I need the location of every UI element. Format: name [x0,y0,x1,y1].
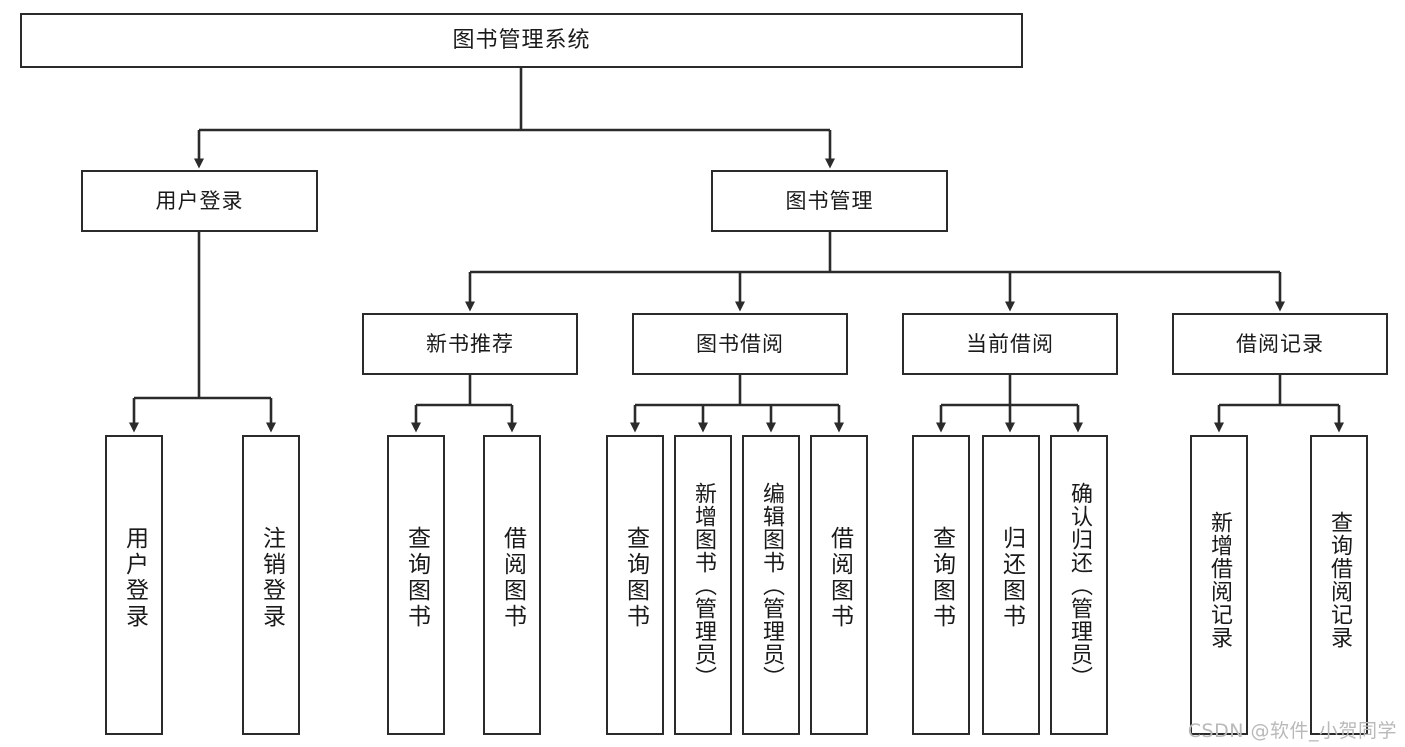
node-current-borrow-label: 当前借阅 [966,331,1054,356]
node-leaf-edit-book-label: 编辑图书（管理员） [759,482,784,689]
node-leaf-confirm-return[interactable]: 确认归还（管理员） [1050,435,1108,735]
node-book-borrow-label: 图书借阅 [696,331,784,356]
node-leaf-add-book-label: 新增图书（管理员） [691,482,716,689]
node-leaf-query-book-1[interactable]: 查询图书 [387,435,445,735]
node-borrow-record[interactable]: 借阅记录 [1172,313,1388,375]
node-current-borrow[interactable]: 当前借阅 [902,313,1118,375]
node-leaf-query-record-label: 查询借阅记录 [1327,511,1352,649]
node-leaf-borrow-book-2-label: 借阅图书 [826,526,853,630]
node-user-login[interactable]: 用户登录 [81,170,318,232]
node-book-manage[interactable]: 图书管理 [711,170,948,232]
node-leaf-add-book[interactable]: 新增图书（管理员） [674,435,732,735]
node-leaf-query-book-3-label: 查询图书 [928,526,955,630]
node-book-borrow[interactable]: 图书借阅 [632,313,848,375]
node-book-manage-label: 图书管理 [785,188,874,213]
node-leaf-add-record[interactable]: 新增借阅记录 [1190,435,1248,735]
node-leaf-user-login[interactable]: 用户登录 [105,435,163,735]
node-leaf-return-book[interactable]: 归还图书 [982,435,1040,735]
node-leaf-query-book-2[interactable]: 查询图书 [606,435,664,735]
node-borrow-record-label: 借阅记录 [1236,331,1324,356]
node-leaf-borrow-book-1-label: 借阅图书 [499,526,526,630]
node-leaf-borrow-book-2[interactable]: 借阅图书 [810,435,868,735]
csdn-watermark: CSDN @软件_小贺同学 [1187,720,1397,742]
node-leaf-query-record[interactable]: 查询借阅记录 [1310,435,1368,735]
node-leaf-edit-book[interactable]: 编辑图书（管理员） [742,435,800,735]
node-new-book-recommend-label: 新书推荐 [426,331,514,356]
node-leaf-confirm-return-label: 确认归还（管理员） [1067,482,1092,689]
node-root[interactable]: 图书管理系统 [20,13,1023,68]
node-leaf-return-book-label: 归还图书 [998,526,1025,630]
node-leaf-borrow-book-1[interactable]: 借阅图书 [483,435,541,735]
node-leaf-query-book-3[interactable]: 查询图书 [912,435,970,735]
node-leaf-user-login-label: 用户登录 [121,526,148,630]
node-leaf-query-book-2-label: 查询图书 [622,526,649,630]
node-leaf-add-record-label: 新增借阅记录 [1207,511,1232,649]
node-root-label: 图书管理系统 [452,27,591,53]
node-leaf-user-logout-label: 注销登录 [258,526,285,630]
node-new-book-recommend[interactable]: 新书推荐 [362,313,578,375]
node-leaf-query-book-1-label: 查询图书 [403,526,430,630]
node-user-login-label: 用户登录 [155,188,244,213]
node-leaf-user-logout[interactable]: 注销登录 [242,435,300,735]
